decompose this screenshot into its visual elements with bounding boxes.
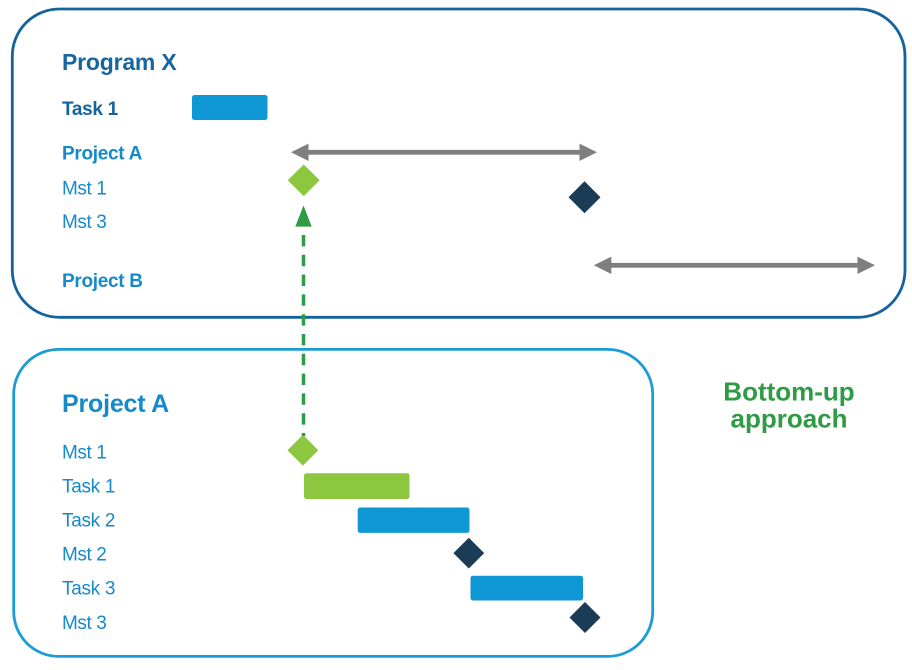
svg-text:Project A: Project A xyxy=(62,390,169,418)
svg-text:Bottom-up: Bottom-up xyxy=(723,376,854,406)
svg-text:Task 1: Task 1 xyxy=(62,99,119,120)
svg-text:Mst 1: Mst 1 xyxy=(62,179,106,200)
svg-text:Task 3: Task 3 xyxy=(62,579,115,600)
svg-text:Program X: Program X xyxy=(62,49,177,75)
svg-text:Project B: Project B xyxy=(62,271,143,292)
svg-text:Task 2: Task 2 xyxy=(62,511,115,532)
svg-text:Mst 1: Mst 1 xyxy=(62,442,106,463)
svg-text:Mst 3: Mst 3 xyxy=(62,613,106,634)
svg-text:Task 1: Task 1 xyxy=(62,476,115,497)
svg-text:approach: approach xyxy=(730,403,847,433)
svg-text:Mst 2: Mst 2 xyxy=(62,545,106,566)
svg-text:Project A: Project A xyxy=(62,144,143,165)
svg-text:Mst 3: Mst 3 xyxy=(62,212,106,233)
